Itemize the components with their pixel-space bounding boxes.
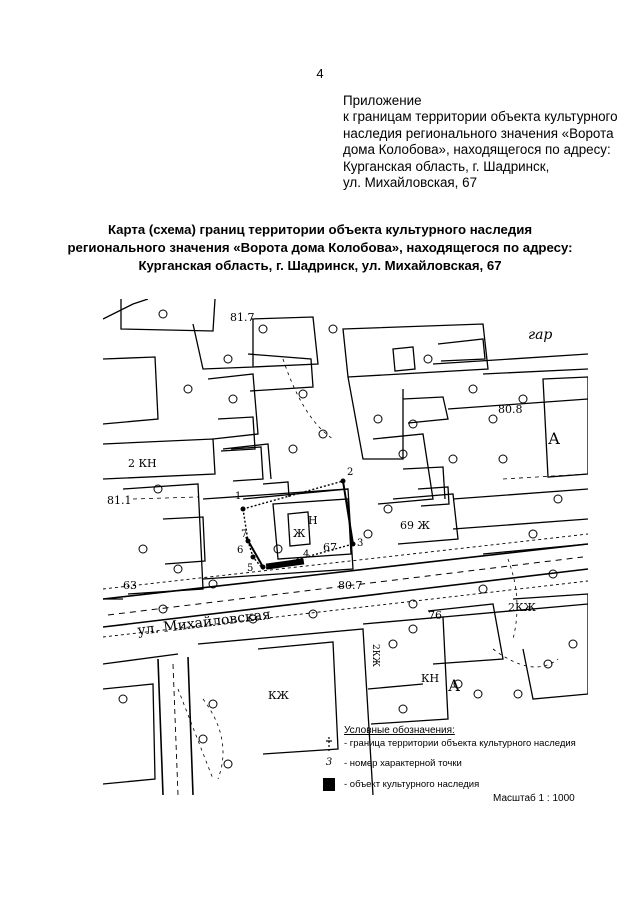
legend-header: Условные обозначения: — [344, 725, 455, 736]
legend-text: - номер характерной точки — [344, 758, 462, 769]
title-line: Карта (схема) границ территории объекта … — [107, 222, 533, 237]
title-line: регионального значения «Ворота дома Коло… — [67, 240, 573, 255]
house-number: 63 — [123, 579, 137, 592]
annex-block: Приложение к границам территории объекта… — [343, 93, 633, 191]
point-number-icon: 3 — [325, 757, 333, 768]
building-label: 2КЖ — [508, 601, 537, 614]
point-number: 4 — [303, 549, 309, 560]
elevation-label: 80.8 — [498, 403, 523, 416]
legend-text: - граница территории объекта культурного… — [344, 738, 576, 749]
map-title: Карта (схема) границ территории объекта … — [40, 221, 600, 275]
map-scale: Масштаб 1 : 1000 — [493, 793, 575, 804]
building-label: Ж — [293, 527, 306, 540]
legend-text: - объект культурного наследия — [344, 779, 480, 790]
street-label: ул. Михайловская — [137, 607, 272, 639]
elevation-label: 81.1 — [107, 494, 132, 507]
building-label: КЖ — [268, 689, 290, 702]
house-number: 69 Ж — [400, 519, 430, 532]
elevation-label: 80.7 — [338, 579, 363, 592]
house-number: 76 — [428, 609, 442, 622]
building-label: 2КЖ — [370, 644, 380, 667]
point-number: 1 — [235, 491, 241, 502]
point-number: 5 — [247, 563, 253, 574]
annex-line: наследия регионального значения «Ворота — [343, 125, 614, 141]
house-number: 67 — [323, 541, 337, 554]
map-drawing: 81.7 80.8 81.1 80.7 гар 2 КН 63 67 69 Ж … — [103, 299, 588, 795]
elevation-label: 81.7 — [230, 311, 255, 324]
cadastral-map: 81.7 80.8 81.1 80.7 гар 2 КН 63 67 69 Ж … — [103, 299, 588, 795]
annex-line: дома Колобова», находящегося по адресу: — [343, 142, 611, 158]
page-number: 4 — [316, 66, 324, 81]
point-number: 7 — [241, 529, 247, 540]
boundary-line-icon — [326, 737, 332, 751]
annex-line: к границам территории объекта культурног… — [343, 109, 618, 125]
heritage-gate — [265, 558, 305, 570]
point-number: 2 — [347, 467, 353, 478]
building-label: КН — [421, 672, 439, 685]
building-label: 2 КН — [128, 457, 157, 470]
annex-line: Приложение — [343, 93, 422, 108]
building-label: А — [448, 676, 460, 695]
point-number: 3 — [357, 538, 363, 549]
building-label: А — [548, 429, 560, 448]
building-label: Н — [308, 514, 318, 527]
garage-label: гар — [528, 327, 552, 343]
annex-line: Курганская область, г. Шадринск, — [343, 158, 550, 174]
annex-line: ул. Михайловская, 67 — [343, 175, 478, 191]
heritage-object-icon — [323, 778, 335, 791]
title-line: Курганская область, г. Шадринск, ул. Мих… — [138, 258, 502, 273]
point-number: 6 — [237, 545, 243, 556]
